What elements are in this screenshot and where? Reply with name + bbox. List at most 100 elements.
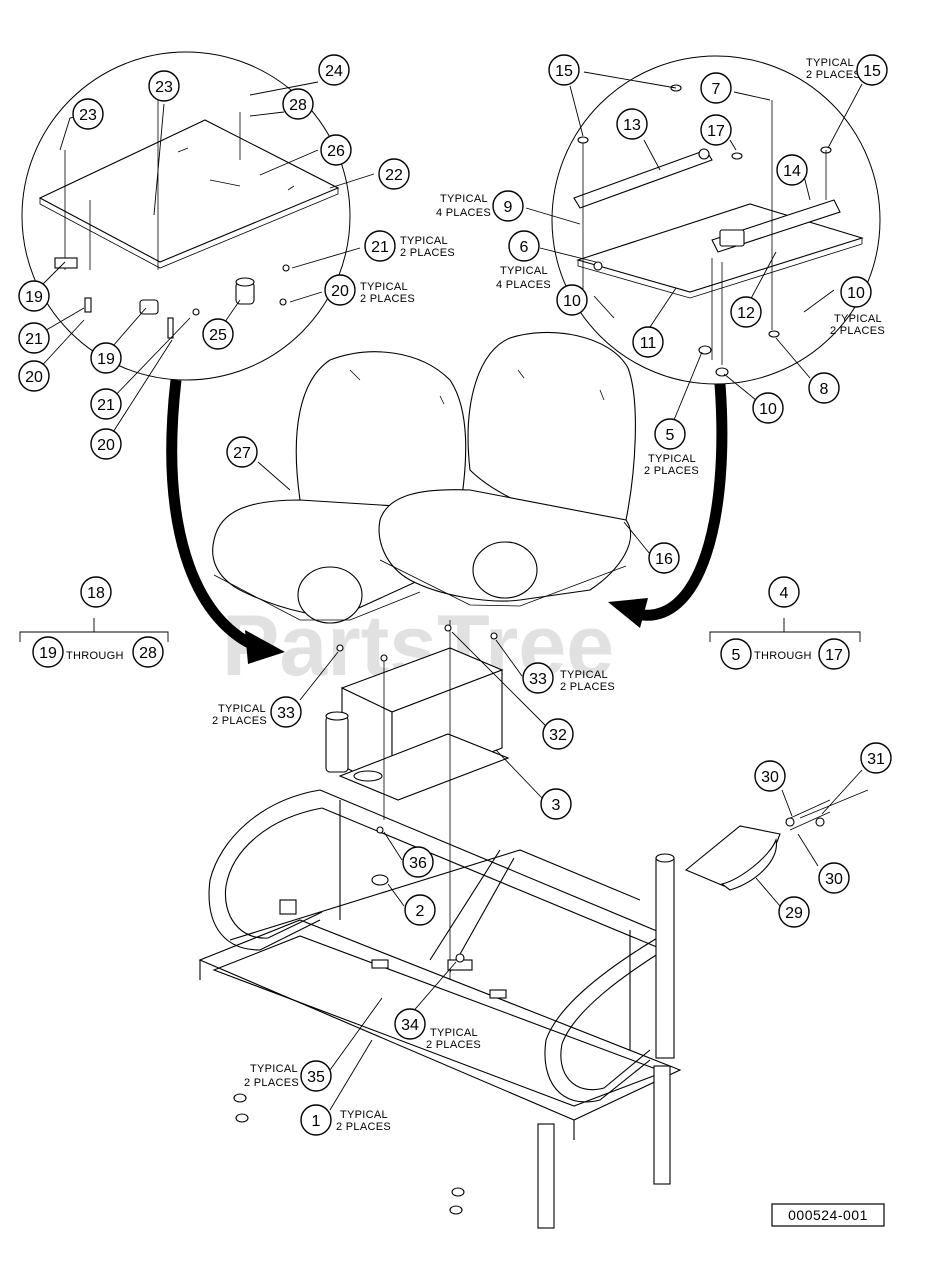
drawing-code-box: 000524-001	[771, 1203, 885, 1227]
callout-21: 21	[364, 230, 396, 262]
callout-number: 28	[289, 97, 307, 114]
callout-20: 20	[18, 360, 50, 392]
callout-number: 25	[209, 327, 227, 344]
callout-15: 15	[856, 54, 888, 86]
callout-36: 36	[402, 846, 434, 878]
callout-2: 2	[404, 894, 436, 926]
callout-number: 30	[825, 871, 843, 888]
callout-circle	[776, 154, 808, 186]
callout-circle	[324, 274, 356, 306]
callout-10: 10	[840, 276, 872, 308]
callout-circle	[226, 436, 258, 468]
note-21-line2: 2 PLACES	[400, 247, 455, 259]
callout-3: 3	[540, 788, 572, 820]
callout-circle	[18, 280, 50, 312]
callout-circle	[768, 576, 800, 608]
callout-number: 26	[327, 143, 345, 160]
callout-circle	[540, 788, 572, 820]
callout-circle	[632, 326, 664, 358]
callout-34: 34	[394, 1008, 426, 1040]
callout-number: 23	[155, 79, 173, 96]
callout-23: 23	[148, 70, 180, 102]
left-curved-arrow	[166, 379, 285, 664]
callout-number: 19	[97, 351, 115, 368]
note-21-line1: TYPICAL	[400, 235, 448, 247]
callout-circle	[270, 696, 302, 728]
callout-16: 16	[648, 542, 680, 574]
callout-circle	[402, 846, 434, 878]
note-33b-line2: 2 PLACES	[560, 681, 615, 693]
note-15-line2: 2 PLACES	[806, 69, 861, 81]
callout-number: 20	[97, 437, 115, 454]
callout-19: 19	[90, 342, 122, 374]
callout-17: 17	[818, 638, 850, 670]
right-detail-view	[525, 55, 881, 421]
callout-number: 35	[307, 1069, 325, 1086]
seat-right	[378, 332, 636, 607]
callout-circle	[492, 190, 524, 222]
callout-number: 24	[325, 63, 343, 80]
callout-circle	[616, 108, 648, 140]
callout-4: 4	[768, 576, 800, 608]
callout-number: 32	[549, 727, 567, 744]
left-detail-circle	[21, 51, 351, 381]
callout-1: 1	[300, 1104, 332, 1136]
callout-circle	[556, 284, 588, 316]
callout-number: 33	[529, 671, 547, 688]
callout-number: 15	[555, 63, 573, 80]
callout-14: 14	[776, 154, 808, 186]
note-33b-line1: TYPICAL	[560, 669, 608, 681]
callout-number: 22	[385, 167, 403, 184]
callout-number: 16	[655, 551, 673, 568]
callout-circle	[90, 428, 122, 460]
callout-circle	[378, 158, 410, 190]
callout-21: 21	[18, 322, 50, 354]
callout-22: 22	[378, 158, 410, 190]
callout-number: 14	[783, 163, 801, 180]
callout-circle	[522, 662, 554, 694]
frame	[198, 711, 682, 1229]
callout-circle	[648, 542, 680, 574]
callout-5: 5	[654, 418, 686, 450]
callout-33: 33	[522, 662, 554, 694]
callout-number: 18	[87, 585, 105, 602]
callout-circle	[90, 388, 122, 420]
callout-number: 17	[707, 123, 725, 140]
callout-number: 7	[712, 81, 721, 98]
callout-circle	[300, 1104, 332, 1136]
callout-circle	[18, 360, 50, 392]
callout-number: 3	[552, 797, 561, 814]
callout-circle	[754, 760, 786, 792]
callout-circle	[320, 134, 352, 166]
callout-number: 17	[825, 647, 843, 664]
callout-21: 21	[90, 388, 122, 420]
note-34-line2: 2 PLACES	[426, 1039, 481, 1051]
through-left: THROUGH	[66, 650, 124, 662]
callout-11: 11	[632, 326, 664, 358]
callout-30: 30	[754, 760, 786, 792]
note-9-line2: 4 PLACES	[436, 207, 491, 219]
callout-8: 8	[808, 372, 840, 404]
callout-circle	[808, 372, 840, 404]
callout-circle	[132, 636, 164, 668]
callout-number: 5	[732, 647, 741, 664]
callout-circle	[148, 70, 180, 102]
callout-20: 20	[90, 428, 122, 460]
note-15-line1: TYPICAL	[806, 57, 854, 69]
callout-15: 15	[548, 54, 580, 86]
callout-27: 27	[226, 436, 258, 468]
callout-33: 33	[270, 696, 302, 728]
callout-25: 25	[202, 318, 234, 350]
callout-circle	[542, 718, 574, 750]
callout-circle	[508, 230, 540, 262]
callout-number: 8	[820, 381, 829, 398]
callout-circle	[654, 418, 686, 450]
note-1-line2: 2 PLACES	[336, 1121, 391, 1133]
callout-number: 10	[847, 285, 865, 302]
callout-number: 10	[759, 401, 777, 418]
left-detail-view	[21, 51, 375, 441]
callout-6: 6	[508, 230, 540, 262]
callout-circle	[856, 54, 888, 86]
